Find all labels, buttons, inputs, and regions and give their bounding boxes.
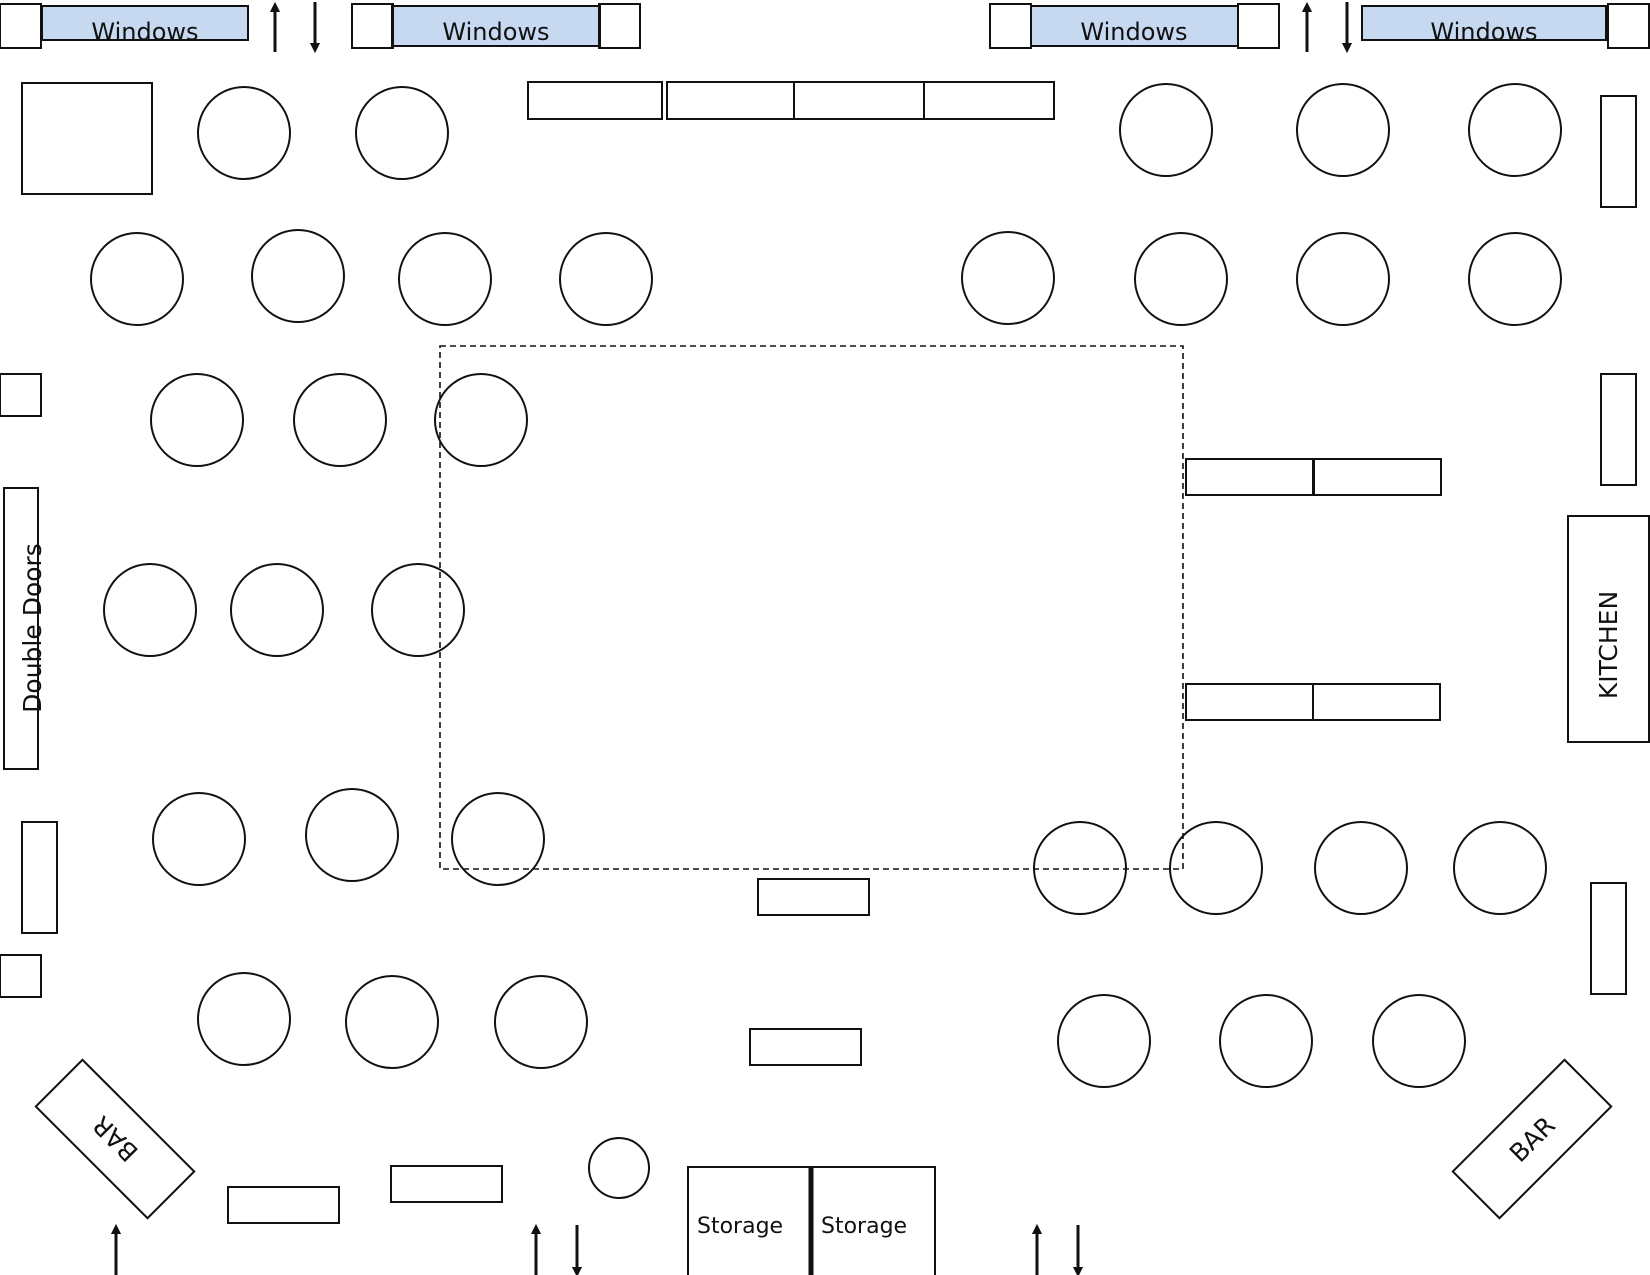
round-table	[1296, 232, 1390, 326]
round-table	[494, 975, 588, 1069]
rect-table	[1185, 458, 1314, 496]
round-tables	[90, 83, 1562, 1199]
round-table	[1057, 994, 1151, 1088]
round-table	[1033, 821, 1127, 915]
pillar	[1237, 3, 1280, 49]
bar-right: BAR	[1451, 1058, 1613, 1220]
round-table	[1296, 83, 1390, 177]
window-pane	[391, 5, 601, 47]
round-table	[152, 792, 246, 886]
round-table	[1169, 821, 1263, 915]
pillar	[989, 3, 1032, 49]
round-table	[371, 563, 465, 657]
pillar	[351, 3, 394, 49]
round-table	[1468, 83, 1562, 177]
round-table	[230, 563, 324, 657]
window-pane	[1030, 5, 1239, 47]
rect-table	[1313, 458, 1442, 496]
kitchen-label: KITCHEN	[1594, 591, 1623, 699]
bar-label: BAR	[1504, 1111, 1561, 1168]
storage-label-right: Storage	[821, 1214, 907, 1239]
round-table	[197, 86, 291, 180]
bar-left: BAR	[34, 1058, 196, 1220]
round-table	[559, 232, 653, 326]
round-table	[293, 373, 387, 467]
rect-table	[527, 81, 663, 120]
round-table	[103, 563, 197, 657]
round-table	[434, 373, 528, 467]
round-table	[305, 788, 399, 882]
rect-table	[1312, 683, 1441, 721]
pillar	[598, 3, 641, 49]
pillar	[0, 373, 42, 417]
round-table	[197, 972, 291, 1066]
double-doors: Double Doors	[3, 487, 47, 770]
round-table	[90, 232, 184, 326]
window-group-1: Windows	[0, 3, 249, 49]
head-table	[527, 81, 1055, 120]
pillar	[0, 3, 42, 49]
round-table	[1372, 994, 1466, 1088]
round-table	[961, 231, 1055, 325]
cake-table	[588, 1137, 650, 1199]
kitchen: KITCHEN	[1567, 515, 1650, 743]
window-label: Windows	[442, 18, 549, 46]
bar-counter	[34, 1058, 196, 1220]
wall-panel	[21, 821, 58, 934]
round-table	[345, 975, 439, 1069]
window-label: Windows	[1080, 18, 1187, 46]
gift-table	[21, 82, 153, 195]
rect-table	[923, 81, 1055, 120]
round-table	[451, 792, 545, 886]
dance-floor	[439, 345, 1184, 870]
round-table	[1119, 83, 1213, 177]
rect-table	[749, 1028, 862, 1066]
door-frame	[3, 487, 39, 770]
round-table	[1134, 232, 1228, 326]
window-group-2: Windows	[351, 3, 641, 49]
rect-table	[227, 1186, 340, 1224]
rect-table	[666, 81, 795, 120]
window-label: Windows	[91, 18, 198, 46]
bar-label: BAR	[87, 1110, 144, 1167]
storage-label-left: Storage	[697, 1214, 783, 1239]
round-table	[251, 229, 345, 323]
window-group-3: Windows	[989, 3, 1280, 49]
pillar	[0, 954, 42, 998]
round-table	[150, 373, 244, 467]
double-doors-label: Double Doors	[18, 543, 47, 713]
storage: Storage Storage	[687, 1166, 936, 1275]
pillar	[1607, 3, 1650, 49]
rect-table	[390, 1165, 503, 1203]
kitchen-box	[1567, 515, 1650, 743]
bar-counter	[1451, 1058, 1613, 1220]
rect-table	[793, 81, 925, 120]
window-group-4: Windows	[1361, 3, 1650, 49]
wall-panel	[1600, 373, 1637, 486]
wall-panel	[1590, 882, 1627, 995]
window-pane	[1361, 5, 1607, 41]
rect-table	[757, 878, 870, 916]
round-table	[355, 86, 449, 180]
rect-table	[1185, 683, 1314, 721]
window-label: Windows	[1430, 18, 1537, 46]
round-table	[1453, 821, 1547, 915]
round-table	[398, 232, 492, 326]
round-table	[1468, 232, 1562, 326]
wall-panel	[1600, 95, 1637, 208]
round-table	[1219, 994, 1313, 1088]
round-table	[1314, 821, 1408, 915]
